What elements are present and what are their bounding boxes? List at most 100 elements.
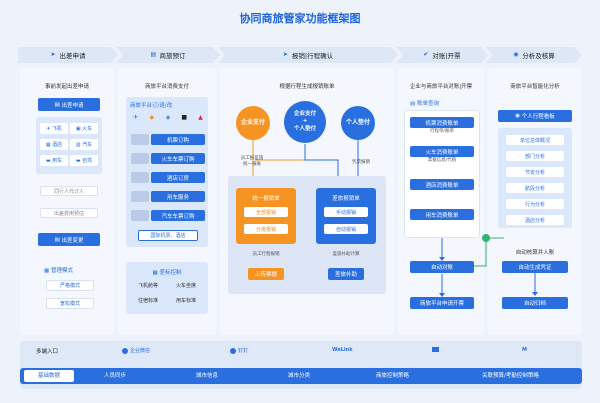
city-info-tab[interactable]: 城市信息: [196, 373, 219, 379]
platform-title: 商旅平台订/退/改: [130, 103, 173, 109]
travel-title: 差旅报销单: [332, 196, 360, 202]
header-reconcile: ✔对账|开票: [396, 47, 488, 63]
allowance-button[interactable]: 差旅补助: [328, 268, 364, 280]
bus-icon: ▥: [75, 141, 81, 148]
route-item[interactable]: 航段分析: [506, 183, 564, 193]
header-analysis: ◉分析及核算: [486, 47, 582, 63]
intl-order[interactable]: 国际机票、酒店: [138, 230, 198, 241]
train-bill[interactable]: 火车消费账单: [410, 146, 474, 157]
car-item[interactable]: ▬ 用车: [40, 155, 68, 166]
policy-tab[interactable]: 商旅控制策略: [376, 373, 410, 379]
doc-icon: ▤: [54, 236, 62, 243]
city-class-tab[interactable]: 城市分类: [288, 373, 311, 379]
entry-desktop[interactable]: [432, 347, 439, 352]
send-icon: ➤: [282, 51, 288, 58]
bus-image: [131, 210, 149, 221]
invoice-button[interactable]: 商旅平台申请开票: [410, 297, 474, 309]
train-item[interactable]: ▣ 火车: [70, 123, 98, 134]
full-reimburse[interactable]: 全部报销: [244, 207, 288, 217]
platform-logos: ✈ ◆ ◈ ■ ▲: [132, 114, 204, 121]
train-order[interactable]: 火车车票订购: [151, 153, 205, 164]
auto-reimburse[interactable]: 自动报销: [324, 224, 368, 234]
doc-icon: ▤: [150, 51, 157, 58]
logo-1-icon: ✈: [132, 114, 139, 121]
car-icon: ▬: [75, 157, 81, 164]
car-order[interactable]: 用车服务: [151, 191, 205, 202]
user-icon: ◉: [515, 113, 522, 119]
base-data-tab[interactable]: 基础数据: [24, 370, 74, 382]
ctrl-car: 用车标准: [175, 298, 196, 304]
check-icon: ✔: [423, 51, 429, 58]
dept-item[interactable]: 部门分析: [506, 151, 564, 161]
bus-order[interactable]: 汽车车票订购: [151, 210, 205, 221]
entry-dingtalk[interactable]: 钉钉: [230, 347, 248, 354]
col4-subtitle: 企业与商旅平台对账|开票: [409, 84, 473, 90]
mode-title: ▦ 管理模式: [44, 268, 73, 274]
plane-icon: ✈: [46, 125, 51, 132]
apply-button[interactable]: ▤ 出差申请: [38, 98, 100, 111]
hotel-analysis-item[interactable]: 酒店分析: [506, 215, 564, 225]
right-note: 差旅补助计算: [332, 252, 360, 257]
left-note: 员工行程报销: [252, 252, 280, 257]
archive-button[interactable]: 自动归档: [502, 297, 568, 309]
manual-reimburse[interactable]: 手动报销: [324, 207, 368, 217]
ctrl-title: ▦ 差标控制: [152, 270, 182, 276]
staff-sync-tab[interactable]: 人员同步: [104, 373, 127, 379]
hotel-icon: ▦: [45, 141, 51, 148]
analysis-icon: ◉: [513, 51, 519, 58]
selfdrive-item[interactable]: ▬ 自驾: [70, 155, 98, 166]
diagram-title: 协同商旅管家功能框架图: [239, 12, 361, 25]
car-icon: ▬: [45, 157, 51, 164]
base-bar: 基础数据 人员同步 城市信息 城市分类 商旅控制策略 关联预算/考勤控制策略: [20, 368, 582, 384]
train-icon: ▣: [75, 125, 81, 132]
company-pay-node: 企业支付: [236, 106, 270, 140]
loose-mode[interactable]: 宽松模式: [46, 298, 94, 309]
hotel-order[interactable]: 酒店订房: [151, 172, 205, 183]
batch-reimburse[interactable]: 分批报销: [244, 224, 288, 234]
grid-icon: ▦: [44, 268, 51, 274]
flight-order[interactable]: 机票订购: [151, 134, 205, 145]
car-bill[interactable]: 用车消费账单: [410, 209, 474, 220]
upload-receipt-button[interactable]: 上传票据: [248, 268, 284, 280]
note-left: 员工报差旅 统一报账: [240, 156, 264, 167]
col1-subtitle: 事前发起出差申请: [44, 84, 89, 90]
col5-connectors: [474, 234, 504, 267]
bill-query-title: ▤ 账单查询: [410, 101, 439, 107]
auto-reconcile-button[interactable]: 自动对账: [410, 261, 474, 273]
entry-mobile[interactable]: M: [522, 347, 527, 353]
car-image: [131, 191, 149, 202]
col5-subtitle: 商旅平台智能化分析: [510, 84, 560, 90]
logo-3-icon: ◈: [165, 114, 171, 121]
entry-wechat[interactable]: 企业微信: [122, 347, 150, 354]
behavior-item[interactable]: 行为分析: [506, 199, 564, 209]
hotel-item[interactable]: ▦ 酒店: [40, 139, 68, 150]
ctrl-hotel: 住宿标准: [137, 298, 158, 304]
saving-item[interactable]: 节省分析: [506, 167, 564, 177]
col2-subtitle: 商旅平台消费支付: [144, 84, 189, 90]
col4-connectors: [439, 238, 445, 297]
change-button[interactable]: ▤ 出差变更: [38, 233, 100, 246]
companion-tag: 同行人代订人: [40, 186, 98, 196]
plane-image: [131, 134, 149, 145]
dingtalk-icon: [230, 347, 236, 354]
hotel-bill[interactable]: 酒店消费账单: [410, 179, 474, 190]
flight-bill[interactable]: 机票消费账单: [410, 117, 474, 128]
ctrl-flight: 飞机舱等: [137, 283, 158, 289]
header-booking: ▤商旅预订: [116, 47, 220, 63]
logo-4-icon: ■: [181, 114, 188, 121]
dashboard-button[interactable]: ◉ 个人行程看板: [498, 110, 572, 122]
entry-welink[interactable]: WeLink: [332, 347, 353, 353]
strict-mode[interactable]: 严格模式: [46, 280, 94, 291]
header-apply: ➤出差申请: [18, 47, 118, 63]
header-reimburse: ➤报销|行程确认: [218, 47, 398, 63]
voucher-button[interactable]: 自动生成凭证: [502, 261, 568, 273]
overview-item[interactable]: 单位总体概况: [506, 135, 564, 145]
monitor-icon: [432, 347, 439, 352]
flight-item[interactable]: ✈ 飞机: [40, 123, 68, 134]
bus-item[interactable]: ▥ 汽车: [70, 139, 98, 150]
col5-arrow: [532, 273, 538, 296]
estimate-tag: 出差费用预估: [40, 208, 98, 218]
budget-policy-tab[interactable]: 关联预算/考勤控制策略: [482, 373, 539, 379]
mixed-pay-node: 企业支付 + 个人垫付: [284, 101, 326, 143]
entry-label: 多端入口: [36, 349, 59, 355]
